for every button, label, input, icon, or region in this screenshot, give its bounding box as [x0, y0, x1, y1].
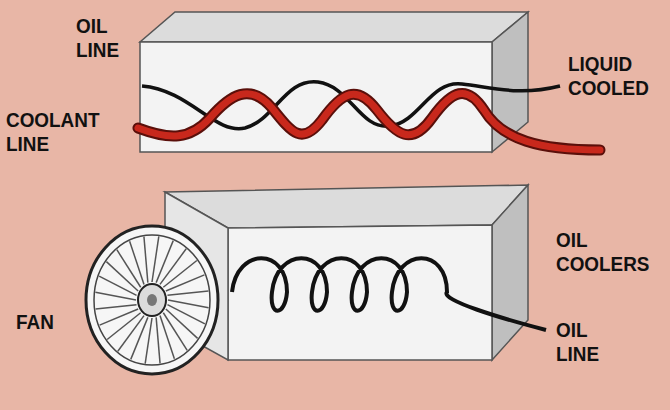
- fan-blade: [130, 241, 144, 284]
- fan-blade: [156, 317, 160, 363]
- fan-blade: [107, 313, 141, 340]
- fan-blade: [96, 305, 137, 309]
- fan-blade: [99, 276, 136, 295]
- fan-blade: [152, 236, 159, 282]
- fan-blade: [117, 250, 141, 288]
- part-label: FAN: [16, 310, 54, 334]
- fan: [86, 226, 218, 374]
- part-label: OIL LINE: [556, 318, 599, 366]
- fan-blade: [156, 241, 173, 283]
- fan-blade: [160, 316, 174, 359]
- part-label: COOLANT LINE: [6, 108, 99, 156]
- fan-blade: [145, 318, 152, 364]
- oil-cooler-coil: [232, 258, 546, 330]
- fan-blade: [163, 260, 197, 287]
- fan-blade: [131, 317, 148, 359]
- fan-blade: [144, 237, 148, 283]
- part-label: LIQUID COOLED: [568, 52, 649, 100]
- part-label: OIL LINE: [76, 14, 119, 62]
- coolant-line: [138, 93, 600, 150]
- fan-blade: [167, 305, 204, 324]
- part-label: OIL COOLERS: [556, 228, 649, 276]
- air-cooled-block: [165, 185, 528, 360]
- fan-blade: [163, 313, 187, 351]
- fan-blade: [167, 291, 208, 295]
- coolant-line: [138, 93, 600, 150]
- fan-blade: [166, 275, 205, 291]
- fan-blade: [168, 300, 209, 308]
- fan-blade: [95, 292, 136, 300]
- fan-blade: [100, 309, 139, 325]
